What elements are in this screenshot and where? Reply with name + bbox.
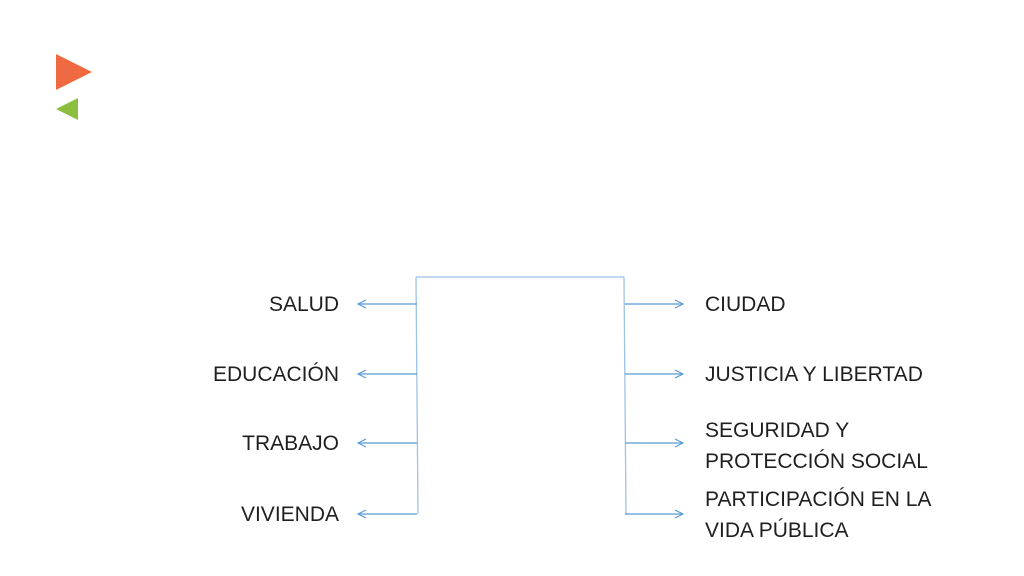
connector-arrows [358, 304, 683, 514]
left-label-trabajo: TRABAJO [242, 432, 339, 455]
right-label-justicia-y-libertad: JUSTICIA Y LIBERTAD [705, 363, 923, 386]
right-label-ciudad: CIUDAD [705, 293, 786, 316]
left-label-vivienda: VIVIENDA [240, 503, 339, 526]
central-box-right-border [623, 276, 627, 515]
orange-triangle-icon [56, 54, 92, 90]
right-label-seguridad-y-proteccion-social: SEGURIDAD Y PROTECCIÓN SOCIAL [705, 419, 928, 473]
left-label-educacion: EDUCACIÓN [212, 363, 339, 386]
left-label-salud: SALUD [268, 293, 339, 316]
green-triangle-icon [56, 98, 78, 120]
central-box [415, 276, 627, 515]
right-label-participacion-en-la-vida-publica: PARTICIPACIÓN EN LA VIDA PÚBLICA [705, 488, 932, 542]
central-box-left-border [415, 276, 419, 515]
